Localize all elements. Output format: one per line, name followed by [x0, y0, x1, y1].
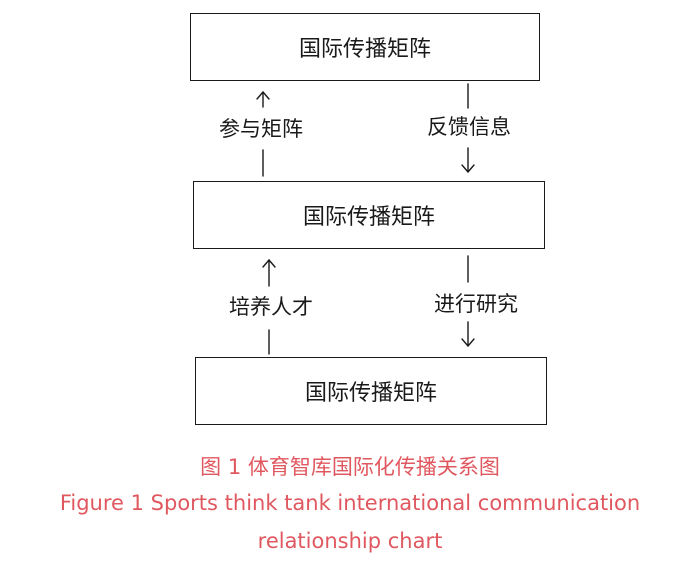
top-matrix-box: 国际传播矩阵: [190, 13, 540, 81]
middle-matrix-label: 国际传播矩阵: [302, 205, 435, 230]
caption-english-line1: Figure 1 Sports think tank international…: [59, 491, 641, 515]
participate-label: 参与矩阵: [219, 117, 303, 141]
top-matrix-label: 国际传播矩阵: [298, 37, 431, 62]
bottom-matrix-box: 国际传播矩阵: [195, 357, 547, 425]
bottom-matrix-label: 国际传播矩阵: [304, 381, 437, 406]
train-label: 培养人才: [229, 295, 313, 319]
middle-matrix-box: 国际传播矩阵: [193, 181, 545, 249]
feedback-label: 反馈信息: [427, 115, 511, 139]
research-label: 进行研究: [434, 292, 518, 316]
caption-english-line2: relationship chart: [257, 529, 443, 553]
caption-chinese: 图 1 体育智库国际化传播关系图: [200, 455, 500, 479]
